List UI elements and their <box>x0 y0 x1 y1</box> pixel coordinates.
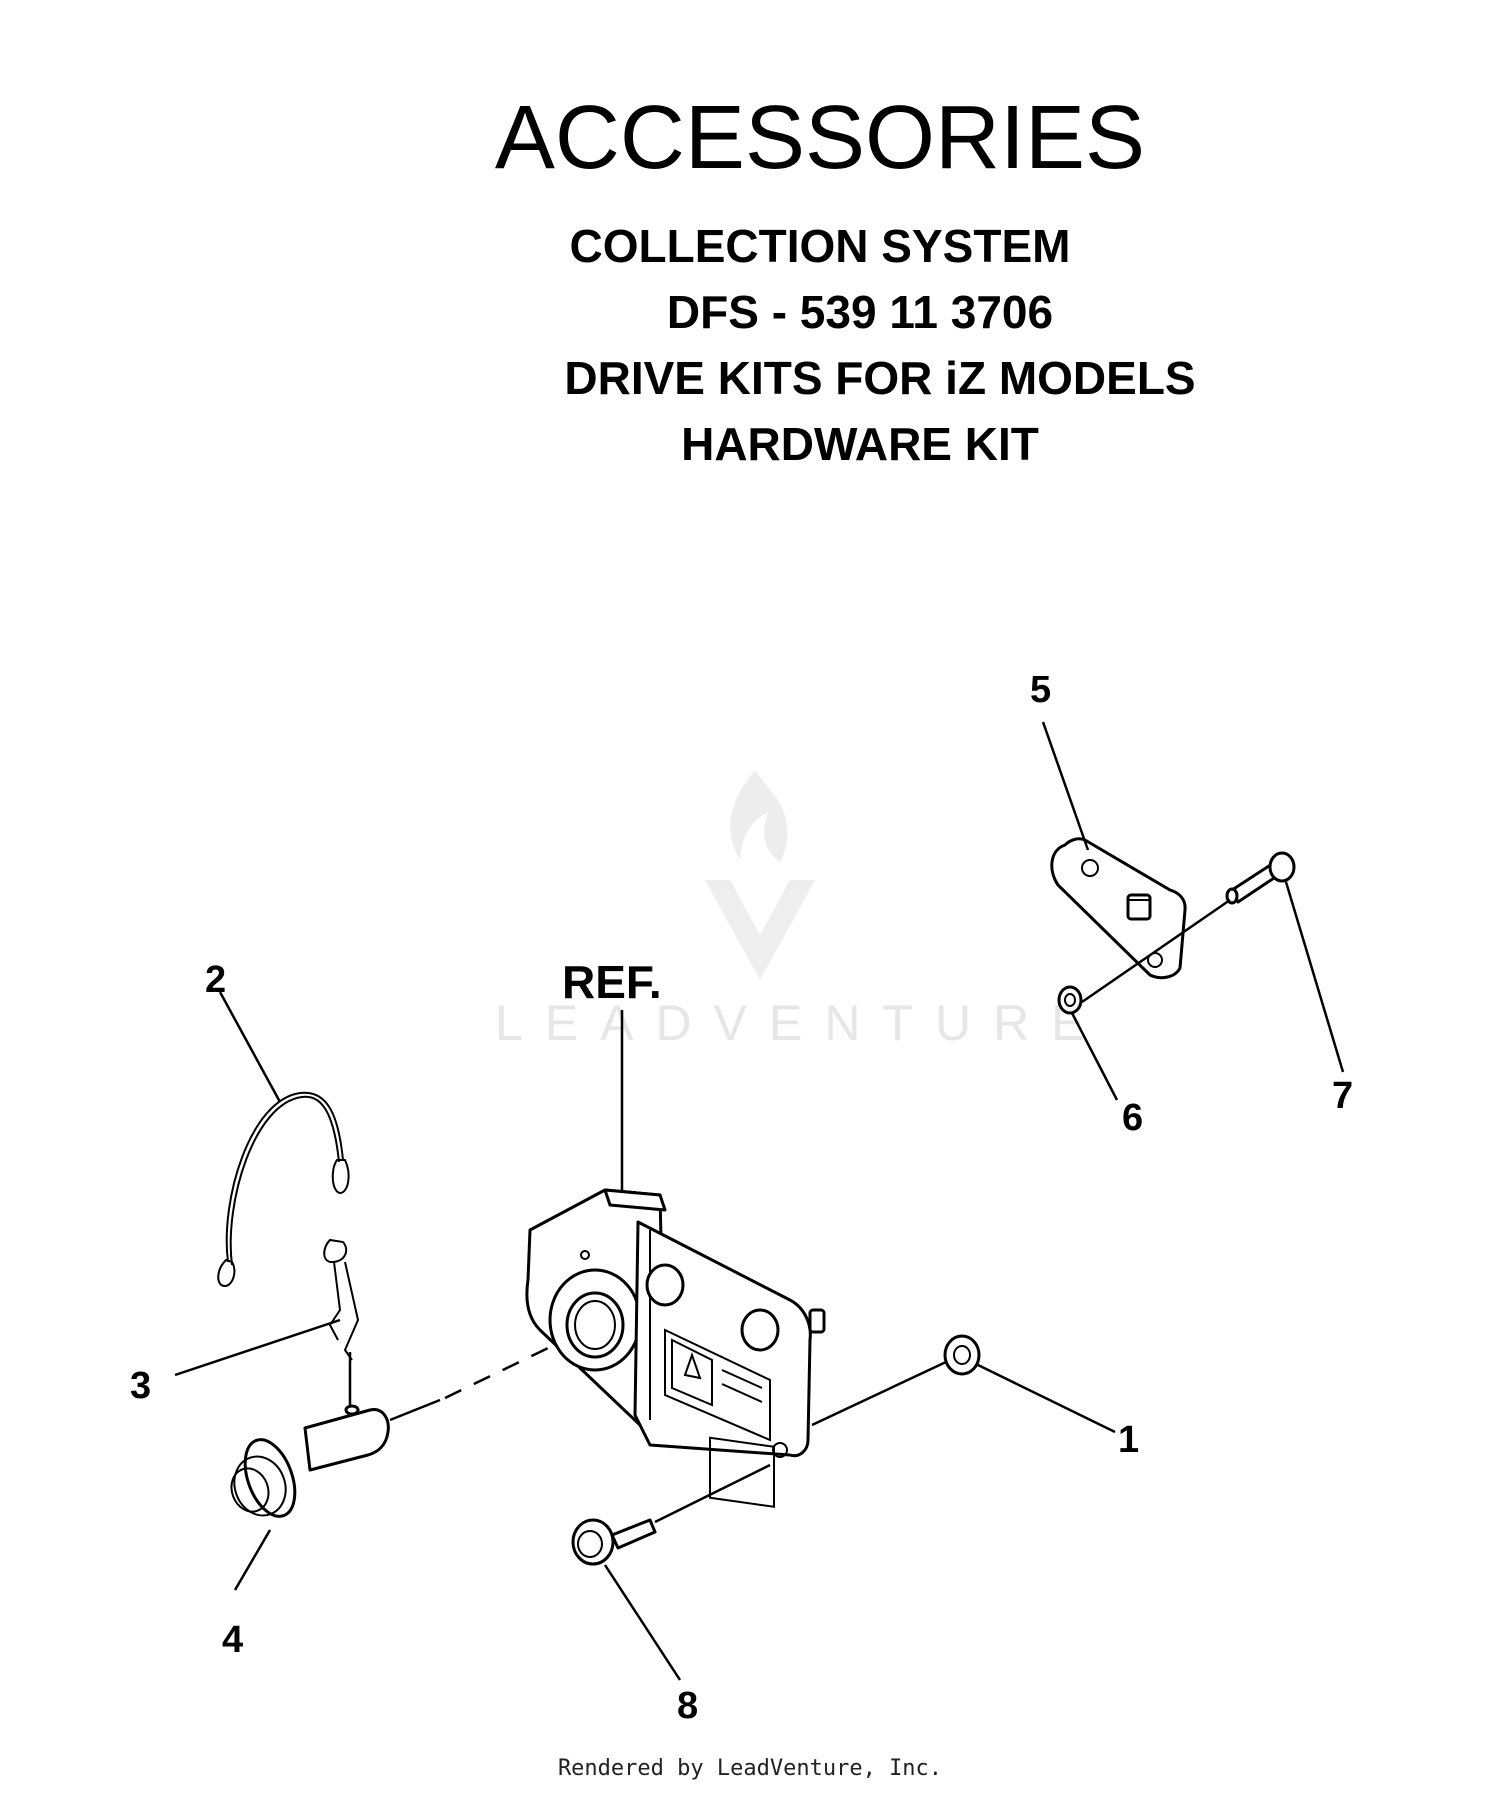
callout-4: 4 <box>222 1619 243 1661</box>
part-4-clevis-pin <box>230 1404 390 1518</box>
watermark-text: LEADVENTURE <box>495 995 1107 1051</box>
callout-8: 8 <box>677 1685 698 1727</box>
watermark-logo-icon <box>705 770 815 980</box>
part-8-flange-bolt <box>571 1518 657 1566</box>
callout-2: 2 <box>205 959 226 1001</box>
callout-1: 1 <box>1118 1419 1139 1461</box>
callout-5: 5 <box>1030 669 1051 711</box>
header: ACCESSORIES COLLECTION SYSTEM DFS - 539 … <box>0 0 1500 480</box>
ref-mounting-plate <box>633 1220 826 1508</box>
part-1-nut <box>943 1334 981 1376</box>
callout-3: 3 <box>130 1365 151 1407</box>
subtitle-drive-kits: DRIVE KITS FOR iZ MODELS <box>564 352 1196 404</box>
footer-credit: Rendered by LeadVenture, Inc. <box>557 1756 943 1781</box>
callout-7: 7 <box>1332 1075 1353 1117</box>
part-7-bolt <box>1225 851 1296 905</box>
ref-label: REF. <box>562 956 662 1008</box>
subtitle-hardware-kit: HARDWARE KIT <box>681 418 1039 470</box>
part-5-bracket <box>1050 837 1187 980</box>
subtitle-collection-system: COLLECTION SYSTEM <box>569 220 1071 272</box>
part-3-hitch-pin-clip <box>323 1238 360 1410</box>
callout-6: 6 <box>1122 1097 1143 1139</box>
page-title: ACCESSORIES <box>494 88 1146 188</box>
part-2-lanyard-cable <box>217 1091 350 1287</box>
part-6-nut <box>1057 985 1083 1015</box>
subtitle-part-number: DFS - 539 11 3706 <box>666 286 1054 338</box>
